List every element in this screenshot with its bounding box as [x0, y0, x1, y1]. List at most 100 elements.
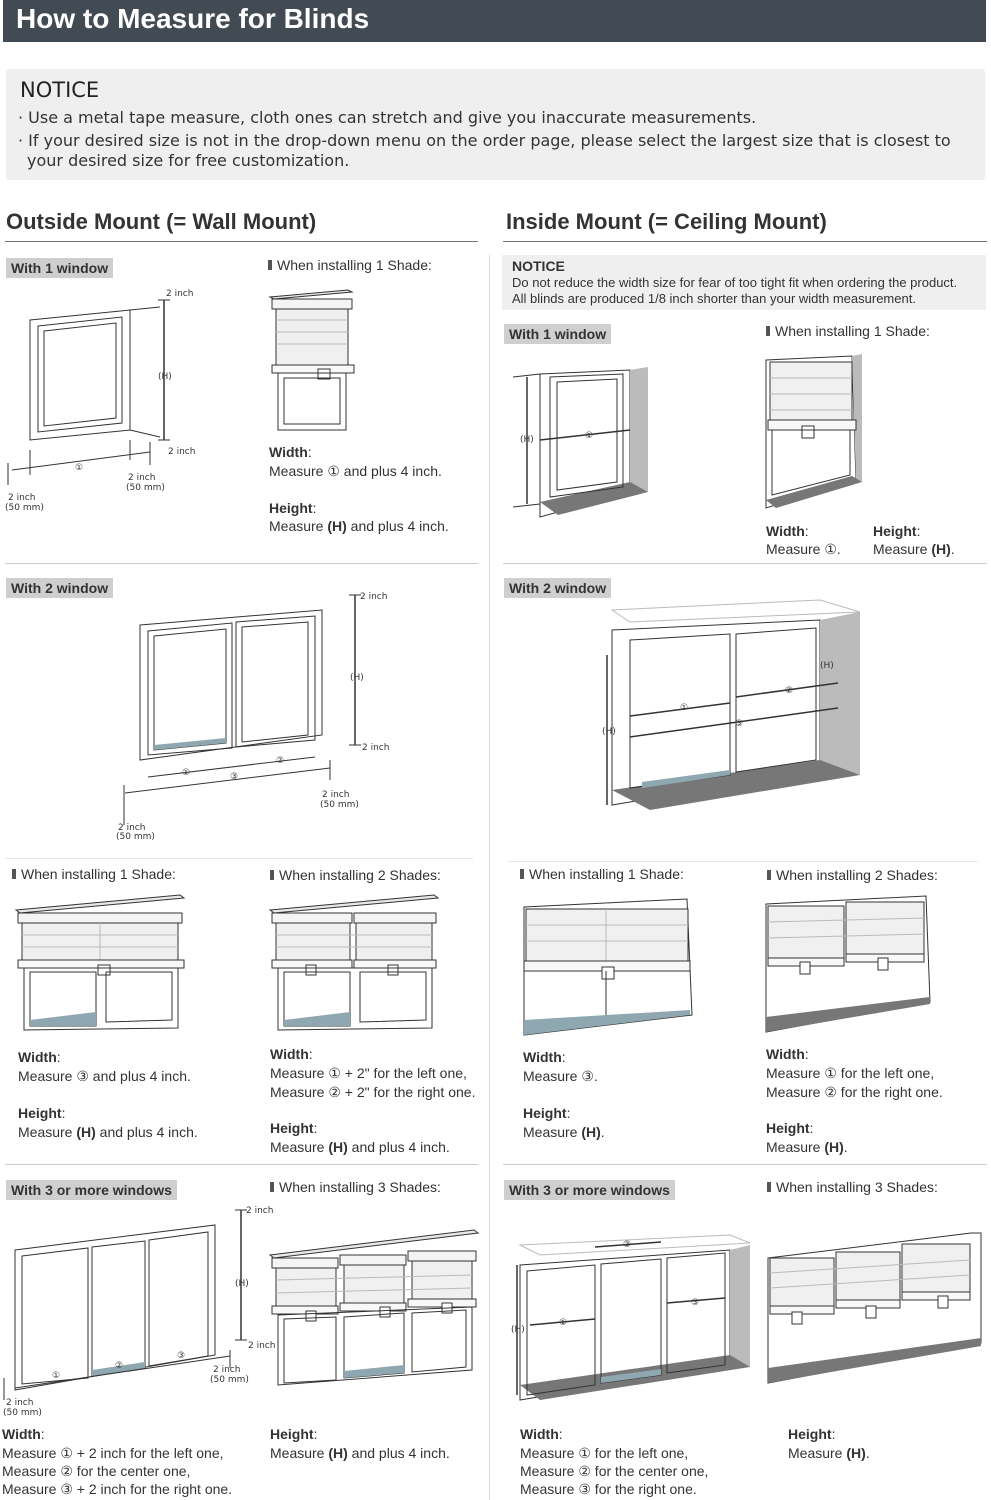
- notice-line-1: · Use a metal tape measure, cloth ones c…: [18, 108, 757, 127]
- outside-w2-s1-width-text: Measure ③ and plus 4 inch.: [18, 1068, 191, 1084]
- divider: [503, 1164, 987, 1165]
- label-2inch-top: 2 inch: [360, 592, 387, 602]
- label-2inch-bottom: 2 inch: [362, 743, 389, 753]
- divider: [5, 1164, 478, 1165]
- inside-mount-title: Inside Mount (= Ceiling Mount): [506, 209, 827, 234]
- outside-w2-tag: With 2 window: [6, 578, 114, 598]
- label-circle-1: ①: [559, 1318, 567, 1328]
- label-h: (H): [520, 435, 534, 445]
- inside-w2-s1-width-text: Measure ③.: [523, 1068, 598, 1084]
- outside-w3-window-diagram: 2 inch (H) 2 inch ① ② ③ 2 inch (50 mm) 2…: [3, 1206, 275, 1418]
- divider: [508, 861, 978, 862]
- label-circle-2: ②: [785, 686, 793, 696]
- outside-w3-width-label: Width: [2, 1426, 41, 1442]
- inside-w3-shade-heading: When installing 3 Shades:: [767, 1179, 938, 1195]
- inside-w2-s2-height-text: Measure (H).: [766, 1139, 848, 1155]
- inside-w2-s1-height-label: Height: [523, 1105, 567, 1121]
- inside-notice-line1: Do not reduce the width size for fear of…: [512, 275, 958, 290]
- outside-w2-s2-width-line1: Measure ① + 2" for the left one,: [270, 1065, 467, 1081]
- outside-mount-title: Outside Mount (= Wall Mount): [6, 209, 317, 234]
- divider: [5, 563, 478, 564]
- label-2inch-right: 2 inch: [213, 1365, 240, 1375]
- outside-title-rule: [5, 241, 478, 242]
- outside-w2-s2-height-text: Measure (H) and plus 4 inch.: [270, 1139, 450, 1155]
- label-h: (H): [158, 372, 172, 382]
- label-50mm-left: (50 mm): [3, 1408, 42, 1418]
- inside-w2-shade2-heading: When installing 2 Shades:: [767, 867, 938, 883]
- notice-title: NOTICE: [20, 78, 100, 102]
- notice-line-3: your desired size for free customization…: [27, 151, 350, 170]
- inside-w1-width-label: Width: [766, 523, 805, 539]
- outside-w3-width-line3: Measure ③ + 2 inch for the right one.: [2, 1481, 233, 1497]
- inside-notice-title: NOTICE: [512, 258, 565, 274]
- outside-w1-tag: With 1 window: [6, 258, 114, 278]
- inside-w2-s2-width-label: Width: [766, 1046, 805, 1062]
- label-2inch-left: 2 inch: [6, 1398, 33, 1408]
- page-title: How to Measure for Blinds: [16, 3, 370, 34]
- label-circle-3: ③: [735, 719, 743, 729]
- label-50mm-right: (50 mm): [320, 800, 359, 810]
- outside-w2-shade1-heading: When installing 1 Shade:: [12, 866, 176, 882]
- label-50mm-left: (50 mm): [116, 832, 155, 842]
- outside-w1-width-label: Width: [269, 444, 308, 460]
- inside-w1-shade-heading: When installing 1 Shade:: [766, 323, 930, 339]
- inside-w1-window-diagram: (H) ①: [512, 367, 648, 518]
- inside-w2-shade1-heading: When installing 1 Shade:: [520, 866, 684, 882]
- inside-w3-tag: With 3 or more windows: [504, 1180, 675, 1200]
- label-circle-1: ①: [680, 703, 688, 713]
- inside-w1-height-label: Height: [873, 523, 917, 539]
- outside-w2-s2-width-line2: Measure ② + 2" for the right one.: [270, 1084, 476, 1100]
- inside-w2-s1-width-label: Width: [523, 1049, 562, 1065]
- outside-w2-shade1-diagram: [14, 894, 186, 1031]
- label-2inch-left: 2 inch: [8, 493, 35, 503]
- label-2inch-right: 2 inch: [322, 790, 349, 800]
- outside-w1-height-label: Height: [269, 500, 313, 516]
- label-circle-2: ②: [276, 756, 284, 766]
- divider: [503, 563, 987, 564]
- inside-w1-width-text: Measure ①.: [766, 541, 841, 557]
- outside-w3-shade-diagram: [268, 1229, 480, 1386]
- label-circle-2: ②: [115, 1361, 123, 1371]
- outside-w3-width-line2: Measure ② for the center one,: [2, 1463, 191, 1479]
- label-50mm-left: (50 mm): [5, 503, 44, 513]
- outside-w2-s1-width-label: Width: [18, 1049, 57, 1065]
- inside-w1-height-text: Measure (H).: [873, 541, 955, 557]
- inside-w3-shade-diagram: [767, 1232, 982, 1384]
- inside-w3-window-diagram: (H) ① ② ③: [511, 1234, 751, 1401]
- label-circle-1: ①: [585, 431, 593, 441]
- inside-w2-s2-height-label: Height: [766, 1120, 810, 1136]
- inside-notice-box: [502, 255, 986, 310]
- outside-w3-width-line1: Measure ① + 2 inch for the left one,: [2, 1445, 224, 1461]
- inside-w2-shade2-diagram: [765, 895, 931, 1033]
- label-h: (H): [511, 1325, 525, 1335]
- inside-w1-tag: With 1 window: [504, 324, 612, 344]
- label-50mm-right: (50 mm): [126, 483, 165, 493]
- label-2inch-right: 2 inch: [128, 473, 155, 483]
- outside-w2-shade2-diagram: [268, 894, 440, 1031]
- outside-w1-shade-diagram: [268, 289, 355, 431]
- label-h: (H): [602, 727, 616, 737]
- label-circle-2: ②: [623, 1240, 631, 1250]
- label-circle-3: ③: [691, 1298, 699, 1308]
- outside-w1-height-text: Measure (H) and plus 4 inch.: [269, 518, 449, 534]
- outside-w2-s2-height-label: Height: [270, 1120, 314, 1136]
- inside-w2-window-diagram: (H) (H) ① ② ③: [602, 599, 861, 810]
- label-50mm-right: (50 mm): [210, 1375, 249, 1385]
- inside-w3-width-line1: Measure ① for the left one,: [520, 1445, 689, 1461]
- outside-w1-width-text: Measure ① and plus 4 inch.: [269, 463, 442, 479]
- label-circle-1: ①: [75, 463, 83, 473]
- label-2inch-left: 2 inch: [118, 823, 145, 833]
- inside-w2-s2-width-line1: Measure ① for the left one,: [766, 1065, 935, 1081]
- label-h-right: (H): [820, 661, 834, 671]
- inside-title-rule: [503, 241, 987, 242]
- label-h: (H): [350, 673, 364, 683]
- inside-w2-tag: With 2 window: [504, 578, 612, 598]
- label-2inch-bottom: 2 inch: [168, 447, 195, 457]
- header-bar: [3, 0, 986, 42]
- outside-w2-shade2-heading: When installing 2 Shades:: [270, 867, 441, 883]
- inside-w1-shade-diagram: [765, 354, 862, 509]
- outside-w3-tag: With 3 or more windows: [6, 1180, 177, 1200]
- outside-w2-s1-height-text: Measure (H) and plus 4 inch.: [18, 1124, 198, 1140]
- outside-w2-s1-height-label: Height: [18, 1105, 62, 1121]
- label-circle-1: ①: [182, 768, 190, 778]
